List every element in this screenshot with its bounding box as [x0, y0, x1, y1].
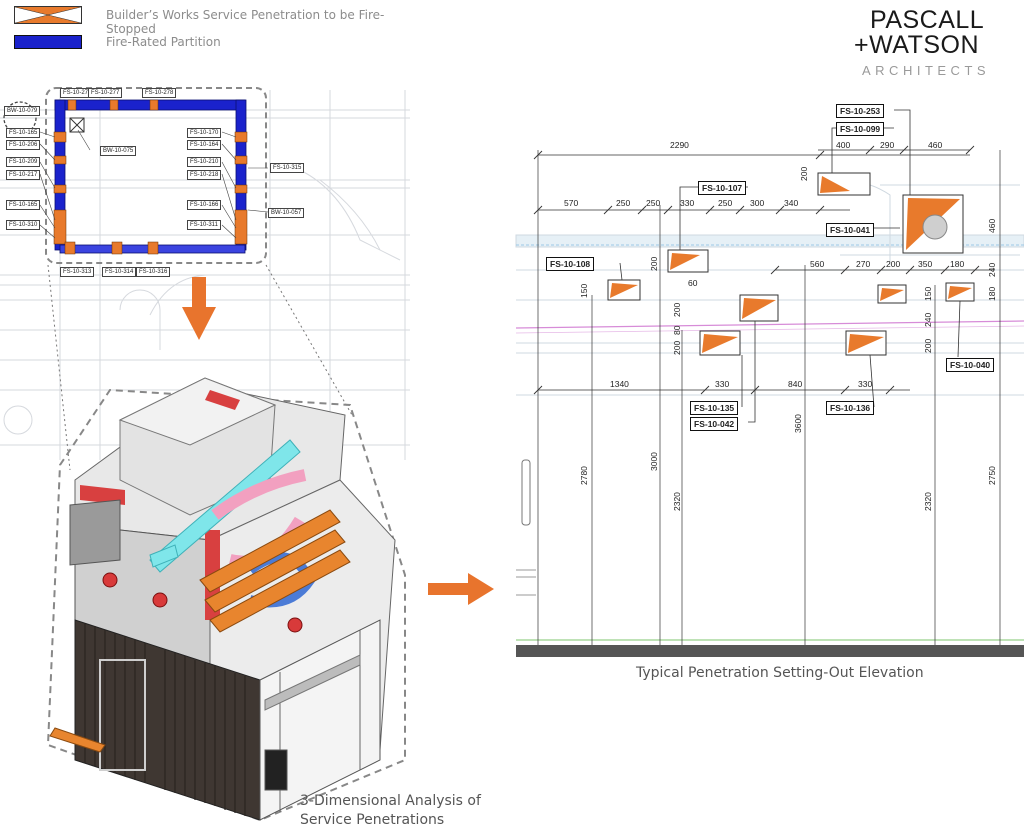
analysis-caption-line-1: 3-Dimensional Analysis of [300, 793, 481, 809]
plan-tag: FS-10-315 [270, 163, 305, 173]
elevation-tag: FS-10-107 [698, 181, 747, 195]
dim-label: 180 [950, 259, 965, 269]
elevation-tag: FS-10-099 [836, 122, 885, 136]
dim-label-vertical: 460 [987, 218, 997, 233]
dim-label: 840 [788, 379, 803, 389]
elevation-tag: FS-10-135 [690, 401, 739, 415]
elevation-drawing [515, 109, 1024, 657]
dim-label: 300 [750, 198, 765, 208]
dim-label-vertical: 240 [923, 312, 933, 327]
dim-label: 250 [718, 198, 733, 208]
plan-tag: FS-10-209 [6, 157, 41, 167]
dim-label: 560 [810, 259, 825, 269]
dim-label-vertical: 2780 [579, 466, 589, 485]
elevation-tag: FS-10-253 [836, 104, 885, 118]
dim-label: 350 [918, 259, 933, 269]
dim-label-vertical: 2320 [672, 492, 682, 511]
elevation-tag: FS-10-041 [826, 223, 875, 237]
analysis-caption: 3-Dimensional Analysis of Service Penetr… [300, 792, 510, 830]
plan-tag: FS-10-313 [60, 267, 95, 277]
plan-tag: FS-10-165 [6, 200, 41, 210]
plan-tag: BW-10-057 [268, 208, 305, 218]
plan-tags: FS-10-276 FS-10-277 FS-10-278 BW-10-079 … [0, 60, 420, 280]
plan-tag: FS-10-165 [6, 128, 41, 138]
plan-tag: FS-10-166 [187, 200, 222, 210]
dim-label: 330 [715, 379, 730, 389]
plan-tag: FS-10-316 [136, 267, 171, 277]
plan-tag: FS-10-206 [6, 140, 41, 150]
plan-tag: BW-10-079 [4, 106, 41, 116]
elevation-tag: FS-10-108 [546, 257, 595, 271]
dim-label-vertical: 150 [923, 286, 933, 301]
plan-tag: FS-10-310 [6, 220, 41, 230]
dim-label-vertical: 200 [649, 256, 659, 271]
dim-label-vertical: 150 [579, 283, 589, 298]
dim-label: 340 [784, 198, 799, 208]
plan-tag: BW-10-075 [100, 146, 137, 156]
brand-line-2: +WATSON [854, 31, 980, 59]
brand-line-1: PASCALL [870, 6, 985, 34]
plan-tag: FS-10-164 [187, 140, 222, 150]
plan-tag: FS-10-277 [88, 88, 123, 98]
dim-label: 570 [564, 198, 579, 208]
dim-label-vertical: 180 [987, 286, 997, 301]
legend-firestop-label: Builder’s Works Service Penetration to b… [106, 8, 385, 36]
dim-label-vertical: 2750 [987, 466, 997, 485]
dim-label: 330 [680, 198, 695, 208]
dim-label: 290 [880, 140, 895, 150]
elevation-tag: FS-10-042 [690, 417, 739, 431]
3d-model [49, 377, 396, 821]
plan-tag: FS-10-210 [187, 157, 222, 167]
dim-label-vertical: 200 [923, 338, 933, 353]
partition-swatch-icon [14, 35, 82, 49]
dim-label-vertical: 3000 [649, 452, 659, 471]
dim-label-vertical: 3600 [793, 414, 803, 433]
left-panel-drawing [0, 87, 410, 822]
elevation-caption: Typical Penetration Setting-Out Elevatio… [636, 665, 924, 681]
plan-tag: FS-10-217 [6, 170, 41, 180]
dim-label-vertical: 80 [672, 325, 682, 335]
elevation-tags: FS-10-253 FS-10-099 FS-10-107 FS-10-041 … [510, 95, 1024, 665]
brand-logo: PASCALL +WATSON ARCHITECTS [852, 6, 1012, 79]
dim-label: 460 [928, 140, 943, 150]
dim-label: 270 [856, 259, 871, 269]
dim-label: 250 [646, 198, 661, 208]
plan-tag: FS-10-314 [102, 267, 137, 277]
plan-tag: FS-10-311 [187, 220, 221, 230]
legend-partition-label: Fire-Rated Partition [106, 35, 221, 49]
dim-label: 400 [836, 140, 851, 150]
dim-label-vertical: 2320 [923, 492, 933, 511]
dim-label-vertical: 200 [672, 302, 682, 317]
dim-label-vertical: 200 [672, 340, 682, 355]
dim-label-vertical: 200 [799, 166, 809, 181]
dim-label: 1340 [610, 379, 629, 389]
dim-label: 2290 [670, 140, 689, 150]
plan-tag: FS-10-218 [187, 170, 222, 180]
dim-label: 250 [616, 198, 631, 208]
elevation-tag: FS-10-136 [826, 401, 875, 415]
brand-line-3: ARCHITECTS [862, 63, 991, 78]
dim-label: 330 [858, 379, 873, 389]
plan-tag: FS-10-170 [187, 128, 222, 138]
analysis-caption-line-2: Service Penetrations [300, 812, 445, 828]
dim-label: 200 [886, 259, 901, 269]
firestop-swatch-icon [14, 6, 82, 24]
legend: Builder’s Works Service Penetration to b… [14, 5, 414, 55]
dim-label: 60 [688, 278, 698, 288]
down-arrow-icon [182, 277, 216, 340]
elevation-dimensions: 2290 400 290 460 570 250 250 330 250 300… [510, 95, 1024, 665]
plan-tag: FS-10-278 [142, 88, 177, 98]
elevation-tag: FS-10-040 [946, 358, 995, 372]
right-arrow-icon [428, 573, 494, 605]
dim-label-vertical: 240 [987, 262, 997, 277]
